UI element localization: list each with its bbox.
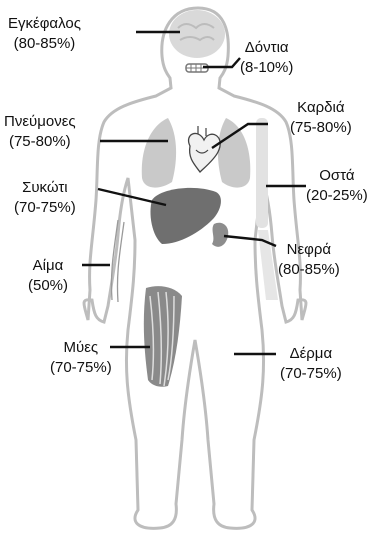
liver-name: Συκώτι <box>14 178 76 198</box>
heart-value: (75-80%) <box>290 118 352 138</box>
skin-name: Δέρμα <box>280 344 342 364</box>
skin-label: Δέρμα (70-75%) <box>280 344 342 384</box>
heart-label: Καρδιά (75-80%) <box>290 98 352 138</box>
bones-value: (20-25%) <box>306 186 368 206</box>
liver-label: Συκώτι (70-75%) <box>14 178 76 218</box>
lungs-label: Πνεύμονες (75-80%) <box>4 112 76 152</box>
muscles-value: (70-75%) <box>50 358 112 378</box>
brain-shape <box>169 10 225 58</box>
skin-value: (70-75%) <box>280 364 342 384</box>
blood-label: Αίμα (50%) <box>28 256 68 296</box>
teeth-value: (8-10%) <box>240 58 293 78</box>
liver-value: (70-75%) <box>14 198 76 218</box>
lungs-name: Πνεύμονες <box>4 112 76 132</box>
brain-value: (80-85%) <box>8 34 81 54</box>
lungs-value: (75-80%) <box>4 132 76 152</box>
blood-value: (50%) <box>28 276 68 296</box>
muscles-name: Μύες <box>50 338 112 358</box>
bones-name: Οστά <box>306 166 368 186</box>
brain-name: Εγκέφαλος <box>8 14 81 34</box>
brain-label: Εγκέφαλος (80-85%) <box>8 14 81 54</box>
blood-name: Αίμα <box>28 256 68 276</box>
kidneys-label: Νεφρά (80-85%) <box>278 240 340 280</box>
teeth-name: Δόντια <box>240 38 293 58</box>
muscles-label: Μύες (70-75%) <box>50 338 112 378</box>
teeth-label: Δόντια (8-10%) <box>240 38 293 78</box>
kidneys-name: Νεφρά <box>278 240 340 260</box>
arm-bone <box>256 118 268 228</box>
heart-name: Καρδιά <box>290 98 352 118</box>
kidneys-value: (80-85%) <box>278 260 340 280</box>
bones-label: Οστά (20-25%) <box>306 166 368 206</box>
